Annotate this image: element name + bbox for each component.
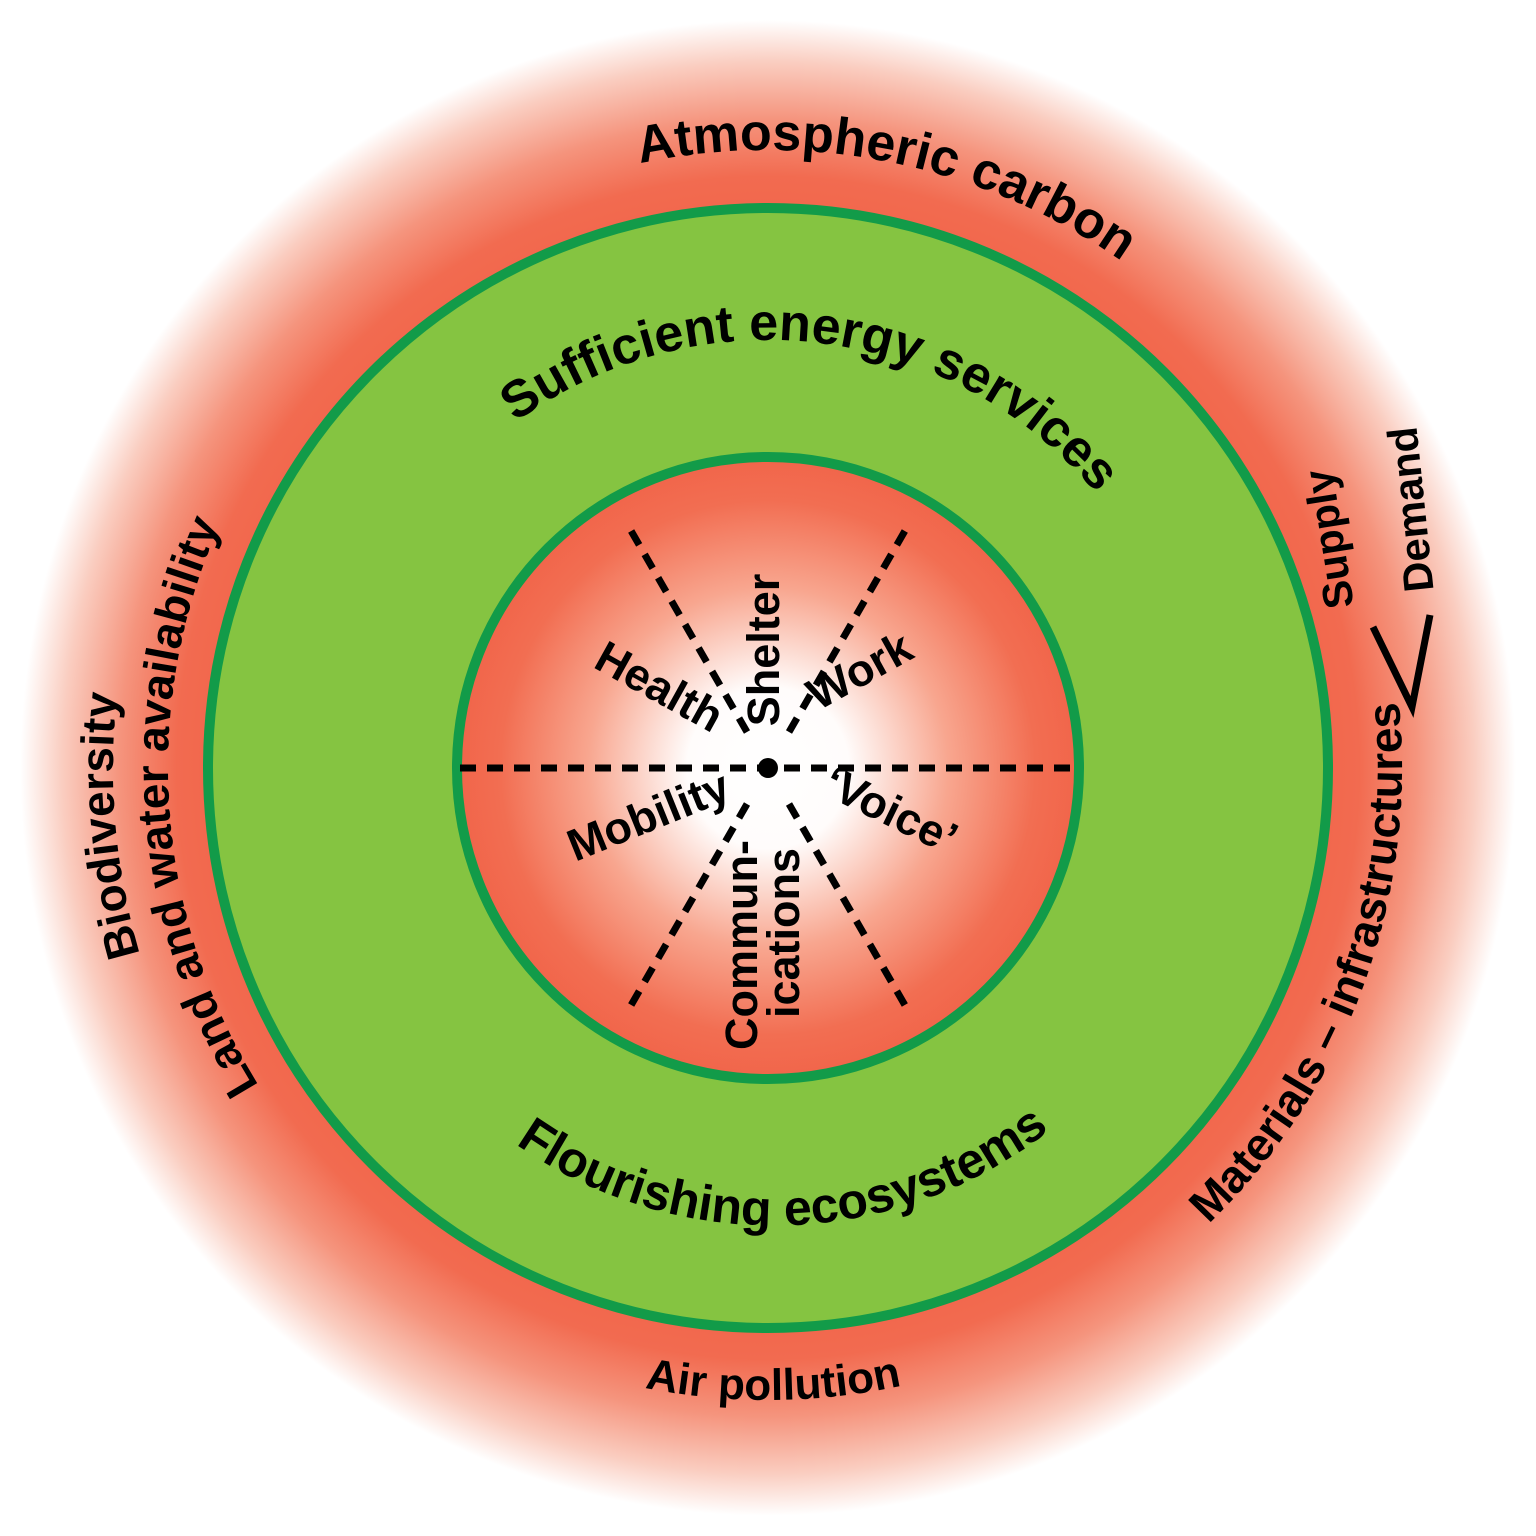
sector-divider-lower-left xyxy=(622,802,751,1016)
sector-divider-lower-right xyxy=(785,802,914,1016)
sector-label-communications-line2: ications xyxy=(758,848,809,1018)
sector-label-communications-line1: Commun- xyxy=(716,840,767,1050)
sector-divider-upper-right xyxy=(785,520,914,734)
sector-label-shelter: Shelter xyxy=(738,574,789,727)
sector-divider-upper-left xyxy=(622,520,751,734)
center-dot xyxy=(758,758,778,778)
supply-demand-chevron-icon xyxy=(1369,614,1434,718)
